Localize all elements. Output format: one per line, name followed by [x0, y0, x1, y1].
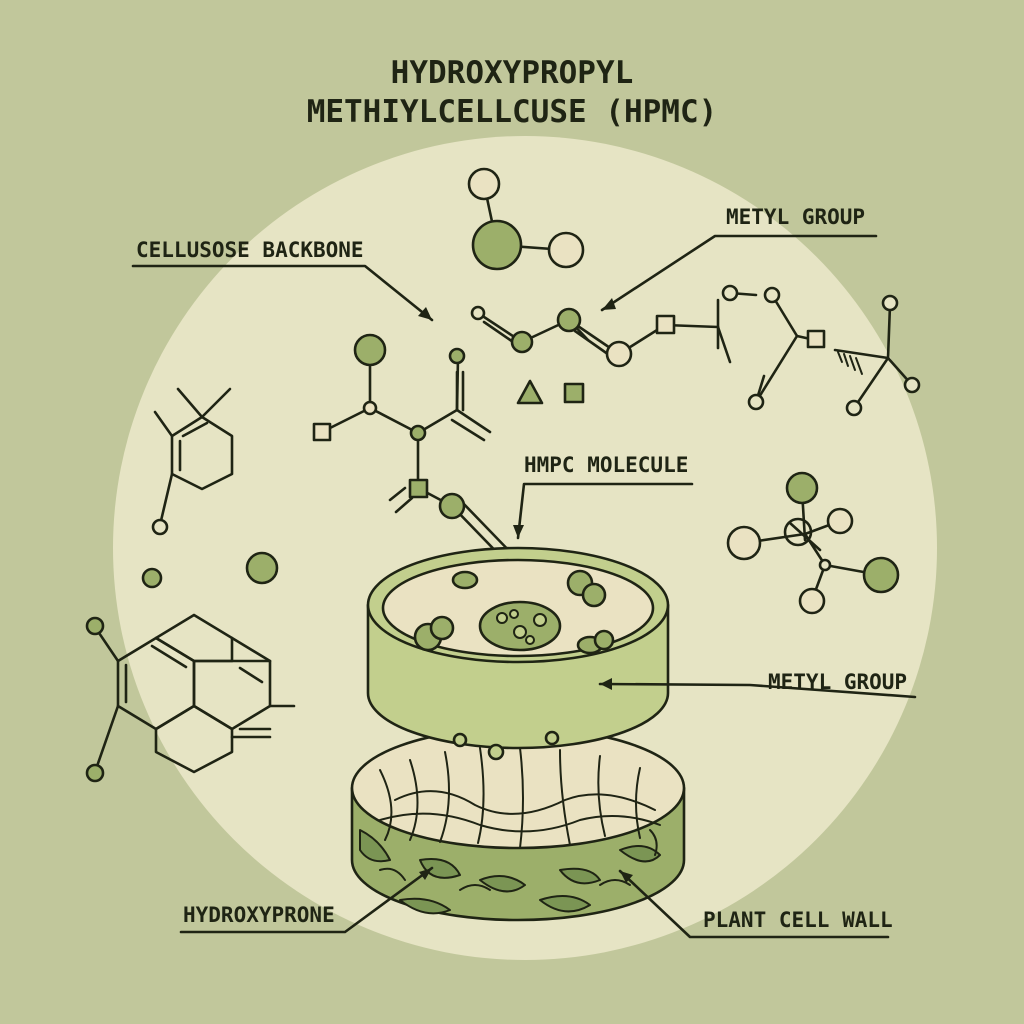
leader-lines [131, 234, 917, 939]
triangle-shape [516, 379, 544, 405]
cyclohexene-ring [151, 387, 234, 536]
cellulose-chain [470, 284, 921, 417]
title-line-2: METHIYLCELLCUSE (HPMC) [306, 94, 718, 130]
fused-ring-system [85, 613, 296, 783]
label-hydroxyprone: HYDROXYPRONE [183, 903, 335, 927]
star-molecule [726, 471, 900, 615]
label-cellulose-backbone: CELLUSOSE BACKBONE [136, 238, 364, 262]
top-molecule [467, 167, 585, 271]
arrowheads [418, 298, 633, 883]
label-plant-cell-wall: PLANT CELL WALL [703, 908, 893, 932]
hmpc-petri-disc [366, 546, 670, 761]
label-metyl-group-mid: METYL GROUP [768, 670, 908, 694]
square-shape [563, 382, 585, 404]
branched-molecule [312, 333, 526, 582]
plant-cell-wall-disc [350, 726, 686, 922]
title-line-1: HYDROXYPROPYL [390, 55, 634, 91]
label-metyl-group-top: METYL GROUP [726, 205, 866, 229]
label-hmpc-molecule: HMPC MOLECULE [524, 453, 689, 477]
loose-atom [141, 567, 163, 589]
loose-atom [245, 551, 279, 585]
